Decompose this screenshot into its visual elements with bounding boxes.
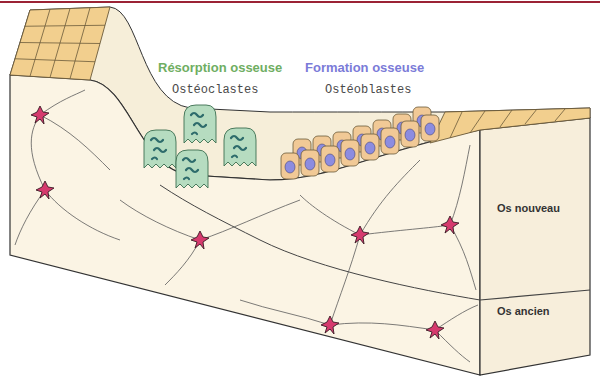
cell-border (525, 109, 537, 124)
canaliculus (165, 240, 200, 285)
osteoclasts (144, 105, 256, 188)
canaliculus (435, 305, 478, 330)
cell-border (70, 8, 90, 79)
canaliculus (450, 145, 470, 225)
canaliculus (40, 115, 110, 170)
osteoblast (321, 146, 339, 172)
osteoclast (184, 105, 216, 143)
canaliculus (31, 115, 45, 190)
osteoclast (224, 128, 256, 166)
cell-border (30, 9, 50, 76)
osteoblast (301, 150, 319, 176)
cell-border (470, 111, 485, 133)
bone-layer-label: Os ancien (497, 305, 550, 317)
osteoblast (421, 115, 439, 141)
canaliculus (300, 195, 360, 235)
osteocyte (351, 226, 369, 244)
canaliculus (360, 225, 450, 235)
osteocyte (191, 231, 209, 249)
cell-border (50, 9, 70, 78)
lining-cell-layer (430, 108, 590, 143)
canaliculus (330, 323, 435, 330)
process-heading: Formation osseuse (305, 60, 424, 75)
osteoblast (401, 121, 419, 147)
osteocyte (31, 106, 49, 124)
bone-side-face (480, 118, 590, 375)
canaliculus (200, 200, 300, 240)
canaliculus (450, 225, 476, 290)
osteocyte (321, 316, 339, 334)
canaliculus (45, 190, 120, 240)
osteocytes (31, 106, 459, 339)
cell-border (555, 109, 565, 121)
canaliculus (15, 190, 45, 245)
osteocyte (36, 181, 54, 199)
cement-line (480, 290, 590, 300)
bone-layer-label: Os nouveau (497, 202, 560, 214)
osteoblast (281, 153, 299, 179)
top-rule (0, 1, 600, 3)
osteoblast (341, 140, 359, 166)
canaliculus (435, 330, 470, 362)
cell-border (450, 112, 462, 138)
bone-front-face (10, 75, 480, 375)
osteoclast (176, 150, 208, 188)
lining-cells (430, 108, 590, 143)
osteoblasts (281, 107, 439, 179)
canaliculus (330, 235, 360, 325)
cell-type-label: Ostéoclastes (172, 83, 258, 97)
canaliculus (40, 90, 85, 115)
osteoblast (381, 128, 399, 154)
canaliculi (15, 90, 478, 362)
cement-line (160, 185, 480, 300)
osteoblast (361, 134, 379, 160)
osteoclast (144, 130, 176, 168)
canaliculus (120, 200, 200, 240)
canaliculus (240, 300, 330, 325)
cell-type-label: Ostéoblastes (325, 83, 411, 97)
lining-cell-layer (10, 7, 110, 80)
osteocyte (426, 321, 444, 339)
process-heading: Résorption osseuse (158, 60, 282, 75)
osteocyte (441, 216, 459, 234)
lining-cells (10, 7, 110, 80)
canaliculus (360, 160, 420, 235)
cell-border (500, 110, 512, 127)
